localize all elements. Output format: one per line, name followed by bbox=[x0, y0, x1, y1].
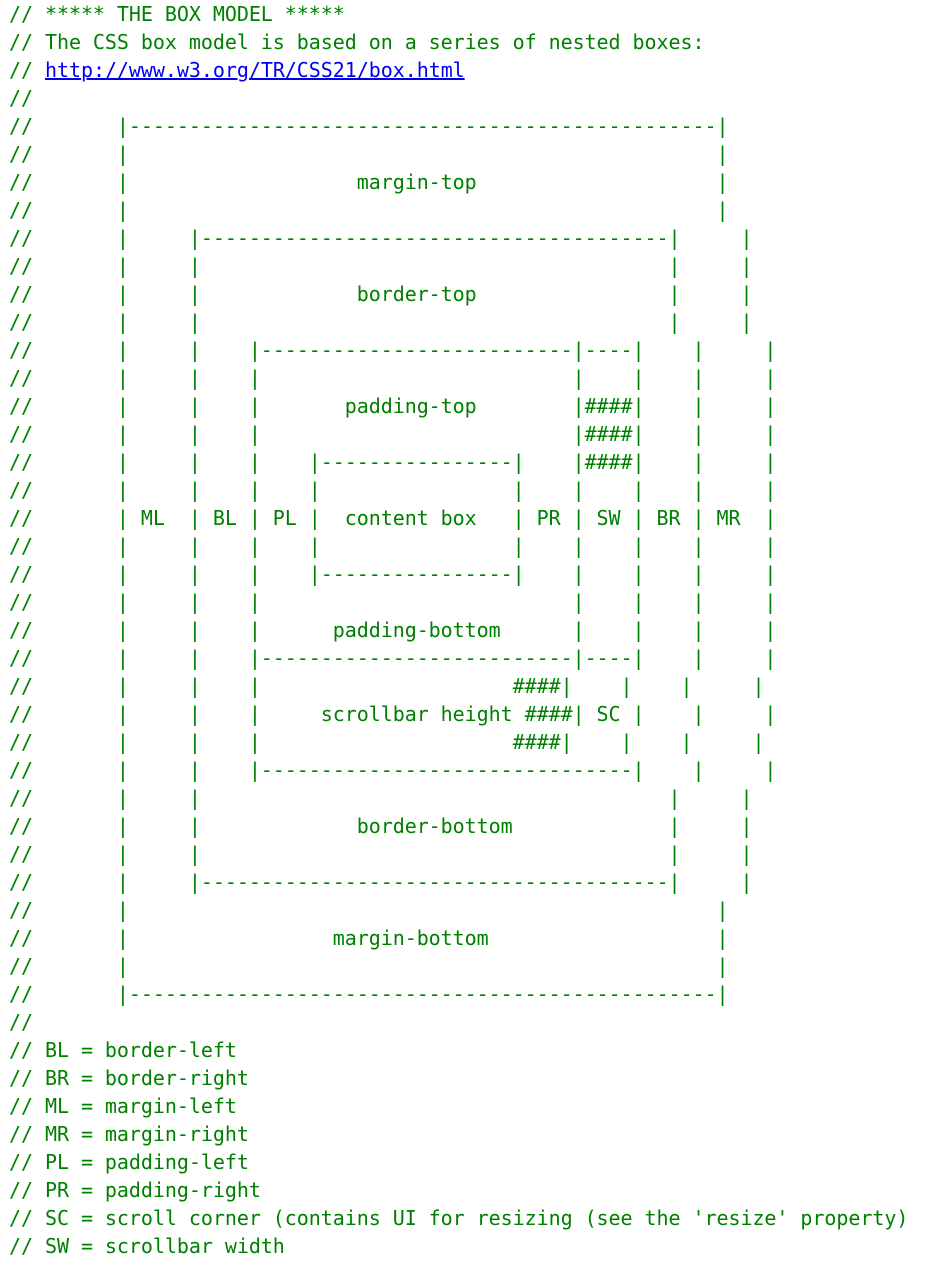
comment-line: // | | border-top | | bbox=[9, 282, 753, 306]
comment-line: // | | | | bbox=[9, 786, 753, 810]
comment-line: // BR = border-right bbox=[9, 1066, 249, 1090]
box-model-spec-link[interactable]: http://www.w3.org/TR/CSS21/box.html bbox=[44, 58, 465, 82]
comment-line: // | | | | | | | | | bbox=[9, 534, 777, 558]
comment-line: // | ML | BL | PL | content box | PR | S… bbox=[9, 506, 777, 530]
comment-line: // |------------------------------------… bbox=[9, 114, 729, 138]
comment-line: // | | | | bbox=[9, 254, 753, 278]
comment-line-with-link: // http://www.w3.org/TR/CSS21/box.html bbox=[9, 56, 936, 84]
comment-line: // | | | ####| | | | bbox=[9, 730, 765, 754]
comment-line: // bbox=[9, 1010, 33, 1034]
comment-line: // | | border-bottom | | bbox=[9, 814, 753, 838]
comment-line: // |------------------------------------… bbox=[9, 982, 729, 1006]
comment-line: // | | | padding-bottom | | | | bbox=[9, 618, 777, 642]
comment-line: // | | | padding-top |####| | | bbox=[9, 394, 777, 418]
comment-line: // | |----------------------------------… bbox=[9, 226, 753, 250]
comment-line: // | | | ####| | | | bbox=[9, 674, 765, 698]
comment-line: // | | bbox=[9, 142, 729, 166]
comment-line: // ***** THE BOX MODEL ***** bbox=[9, 2, 345, 26]
comment-line: // | | | |----------------| | | | | bbox=[9, 562, 777, 586]
comment-line: // | | bbox=[9, 198, 729, 222]
comment-line: // | | |--------------------------|----|… bbox=[9, 338, 777, 362]
comment-line: // BL = border-left bbox=[9, 1038, 237, 1062]
comment-line: // | | |--------------------------|----|… bbox=[9, 646, 777, 670]
comment-line: // | | | | bbox=[9, 842, 753, 866]
comment-line: // SC = scroll corner (contains UI for r… bbox=[9, 1206, 909, 1230]
comment-line: // SW = scrollbar width bbox=[9, 1234, 285, 1258]
comment-line: // The CSS box model is based on a serie… bbox=[9, 30, 705, 54]
comment-line: // | | | | bbox=[9, 310, 753, 334]
comment-line: // | | |-------------------------------|… bbox=[9, 758, 777, 782]
comment-line: // PL = padding-left bbox=[9, 1150, 249, 1174]
comment-line: // ML = margin-left bbox=[9, 1094, 237, 1118]
comment-line: // | margin-bottom | bbox=[9, 926, 729, 950]
comment-prefix: // bbox=[9, 58, 45, 82]
comment-line: // bbox=[9, 86, 33, 110]
comment-line: // | margin-top | bbox=[9, 170, 729, 194]
comment-line: // | | | scrollbar height ####| SC | | | bbox=[9, 702, 777, 726]
comment-line: // | | | | | | | bbox=[9, 366, 777, 390]
comment-line: // | |----------------------------------… bbox=[9, 870, 753, 894]
comment-line: // | | | |----------------| |####| | | bbox=[9, 450, 777, 474]
comment-line: // | | bbox=[9, 898, 729, 922]
comment-line: // | | | | | | | | | bbox=[9, 478, 777, 502]
comment-line: // | | | |####| | | bbox=[9, 422, 777, 446]
comment-line: // PR = padding-right bbox=[9, 1178, 261, 1202]
comment-line: // | | bbox=[9, 954, 729, 978]
comment-line: // MR = margin-right bbox=[9, 1122, 249, 1146]
comment-line: // | | | | | | | bbox=[9, 590, 777, 614]
